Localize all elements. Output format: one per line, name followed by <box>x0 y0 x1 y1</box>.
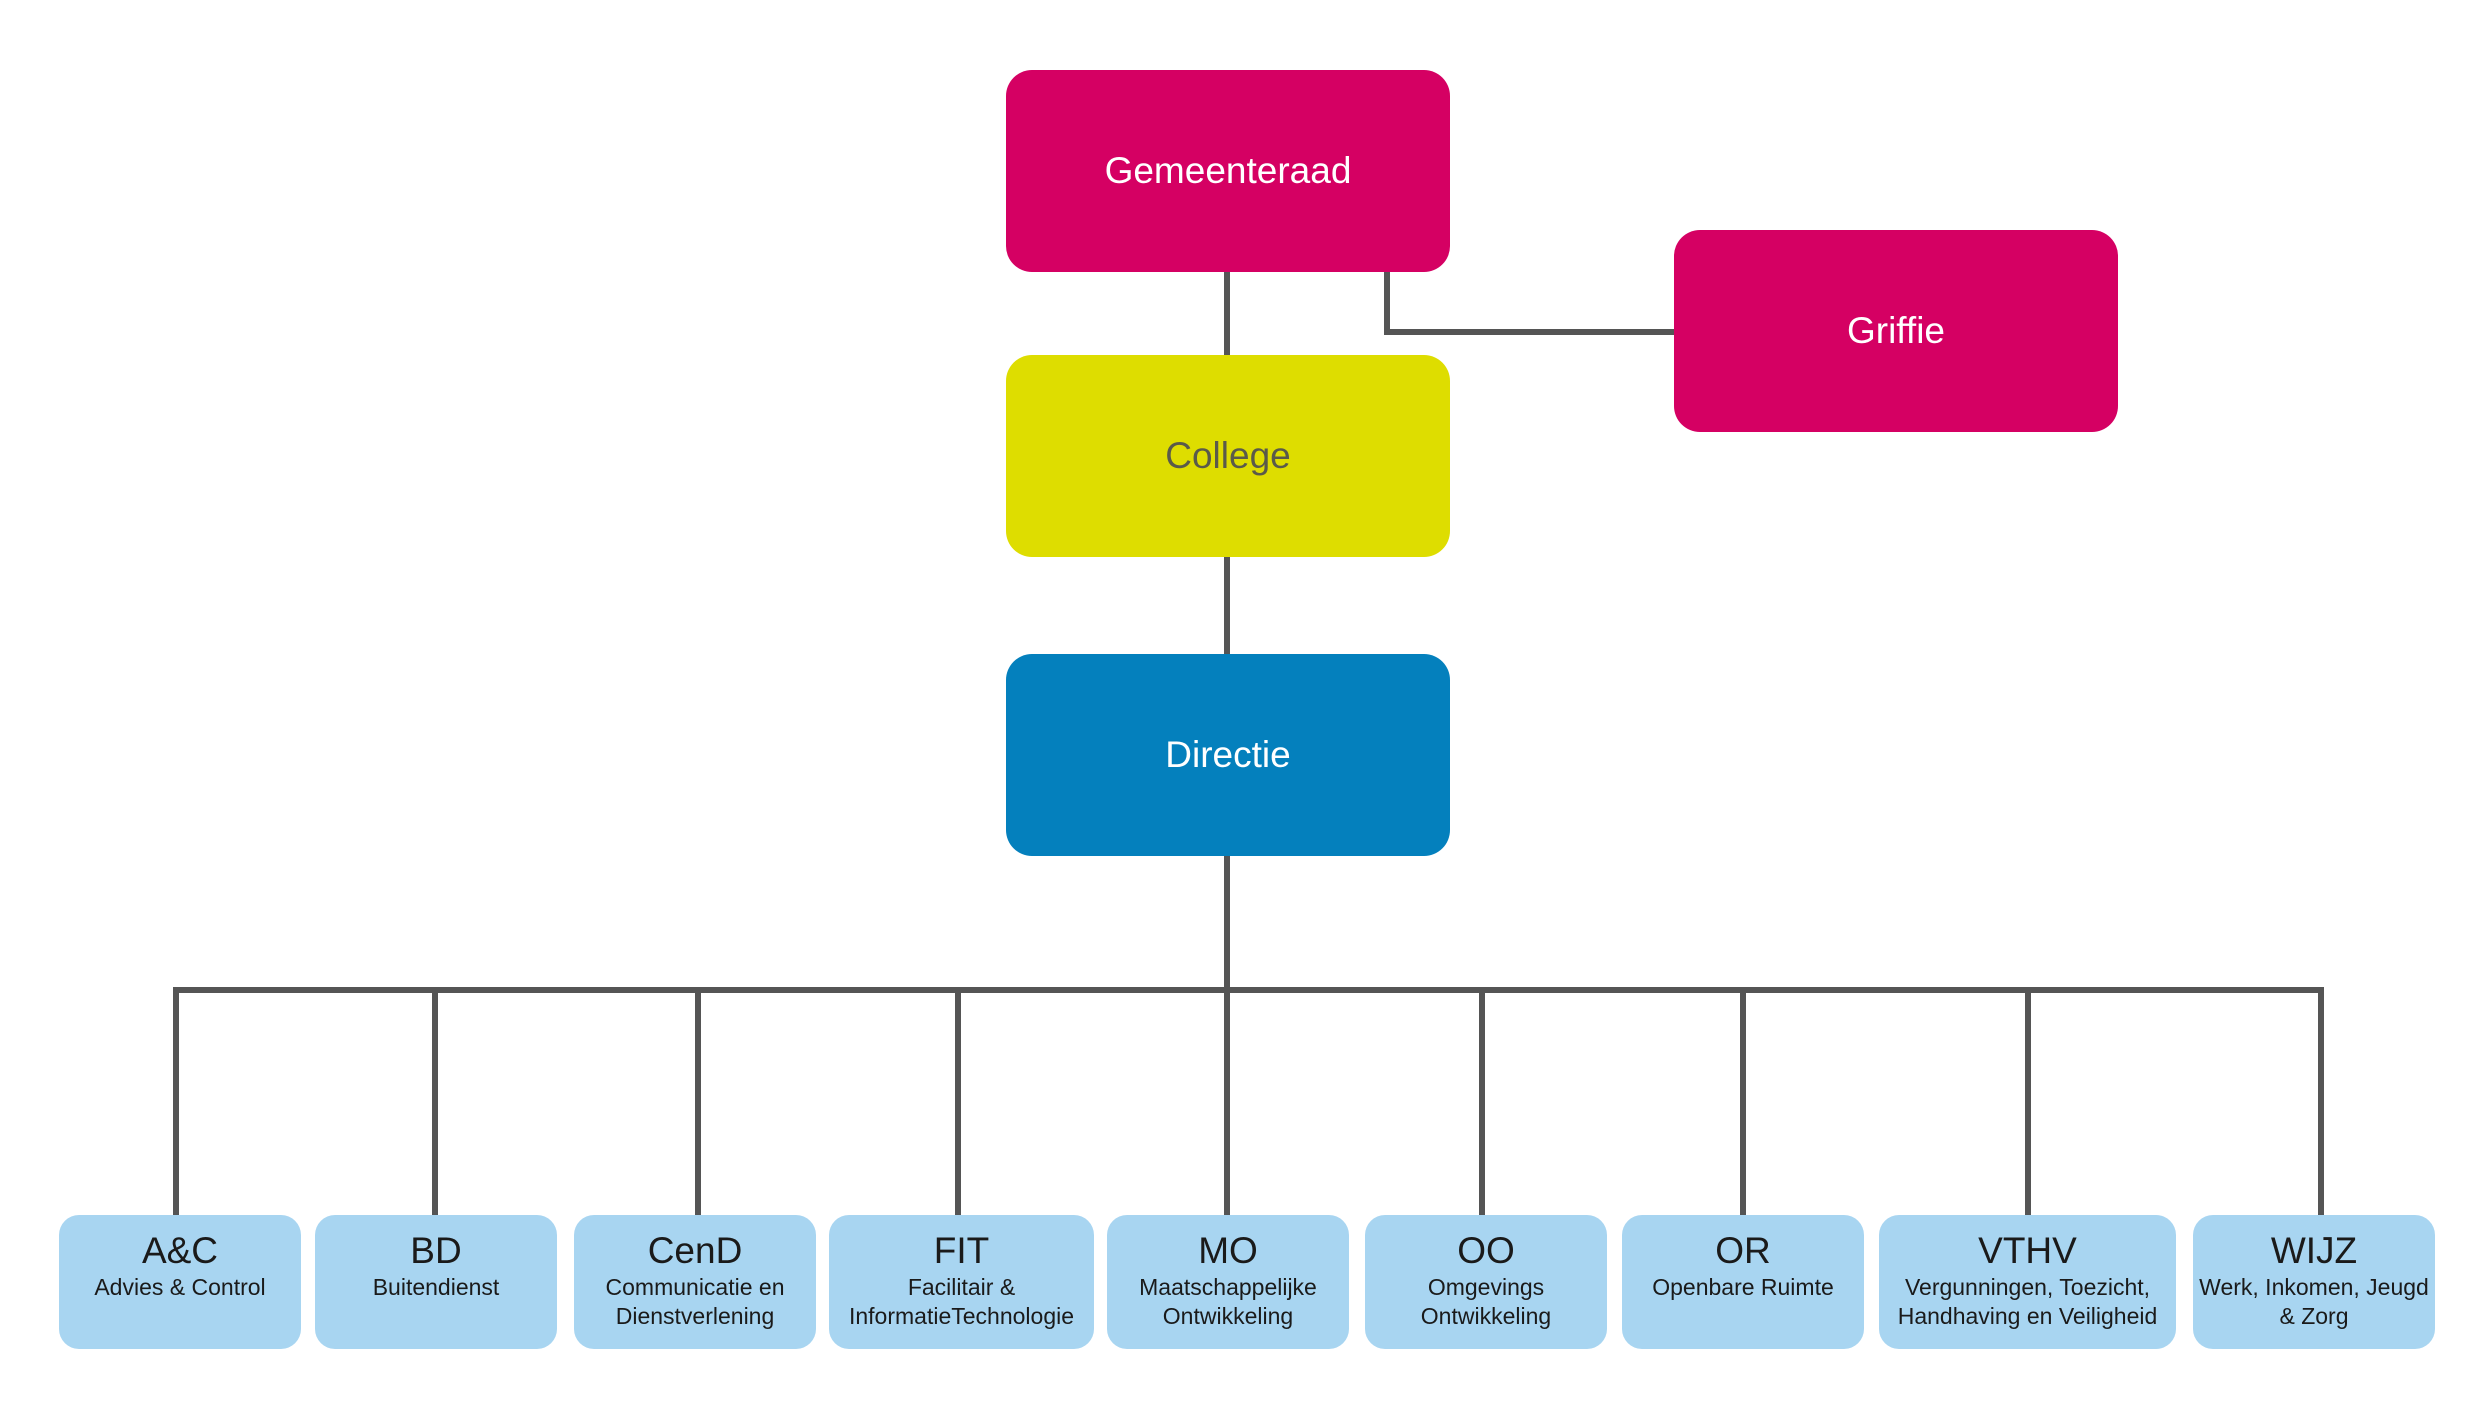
node-directie-label: Directie <box>1165 734 1291 775</box>
department-ac: A&C Advies & Control <box>59 1215 301 1349</box>
department-vthv: VTHV Vergunningen, Toezicht, Handhaving … <box>1879 1215 2176 1349</box>
department-name: Buitendienst <box>372 1274 500 1300</box>
department-name: Facilitair & InformatieTechnologie <box>848 1274 1075 1329</box>
department-name: Communicatie en Dienstverlening <box>605 1274 785 1329</box>
node-gemeenteraad: Gemeenteraad <box>1006 70 1450 272</box>
node-college: College <box>1006 355 1450 557</box>
department-name: Openbare Ruimte <box>1652 1274 1834 1300</box>
department-abbr: CenD <box>647 1230 743 1271</box>
department-wijz: WIJZ Werk, Inkomen, Jeugd & Zorg <box>2193 1215 2435 1349</box>
node-gemeenteraad-label: Gemeenteraad <box>1104 150 1352 191</box>
department-fit: FIT Facilitair & InformatieTechnologie <box>829 1215 1094 1349</box>
department-bd: BD Buitendienst <box>315 1215 557 1349</box>
department-abbr: FIT <box>933 1230 990 1271</box>
department-mo: MO Maatschappelijke Ontwikkeling <box>1107 1215 1349 1349</box>
department-name: Omgevings Ontwikkeling <box>1420 1274 1552 1329</box>
department-oo: OO Omgevings Ontwikkeling <box>1365 1215 1607 1349</box>
department-name: Vergunningen, Toezicht, Handhaving en Ve… <box>1897 1274 2158 1329</box>
department-abbr: WIJZ <box>2270 1230 2358 1271</box>
department-abbr: OR <box>1715 1230 1771 1271</box>
department-abbr: MO <box>1198 1230 1258 1271</box>
node-griffie: Griffie <box>1674 230 2118 432</box>
department-name: Werk, Inkomen, Jeugd & Zorg <box>2199 1274 2429 1329</box>
department-abbr: A&C <box>141 1230 219 1271</box>
department-abbr: BD <box>410 1230 462 1271</box>
department-or: OR Openbare Ruimte <box>1622 1215 1864 1349</box>
department-name: Advies & Control <box>94 1274 266 1300</box>
node-directie: Directie <box>1006 654 1450 856</box>
department-name: Maatschappelijke Ontwikkeling <box>1139 1274 1317 1329</box>
department-abbr: OO <box>1457 1230 1515 1271</box>
node-college-label: College <box>1165 435 1291 476</box>
node-griffie-label: Griffie <box>1846 310 1945 351</box>
department-cend: CenD Communicatie en Dienstverlening <box>574 1215 816 1349</box>
connector-gemeenteraad-griffie <box>1384 269 1677 335</box>
department-abbr: VTHV <box>1978 1230 2077 1271</box>
